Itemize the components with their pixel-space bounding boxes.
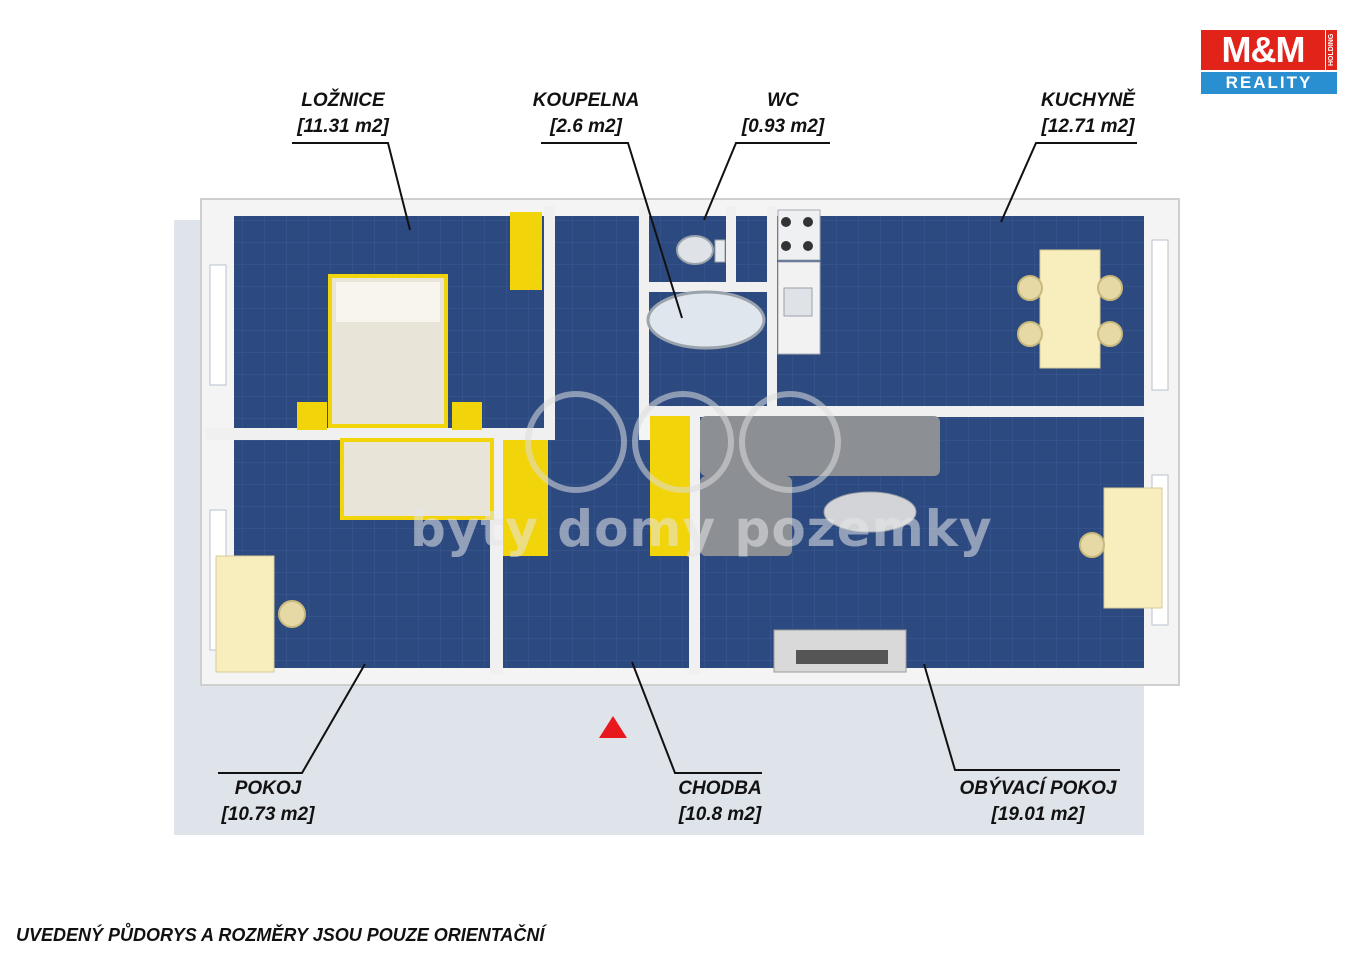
chair-icon	[1079, 532, 1105, 558]
logo-bottom-text: REALITY	[1201, 72, 1337, 94]
bathroom-fixtures	[646, 235, 766, 350]
room-area: [19.01 m2]	[991, 804, 1085, 825]
single-bed-icon	[340, 438, 494, 520]
room-name: LOŽNICE	[301, 90, 385, 111]
furniture-chodba	[503, 416, 690, 556]
chair-icon	[278, 600, 306, 628]
room-label-loznice: LOŽNICE [11.31 m2]	[283, 88, 403, 140]
kitchen-furniture	[777, 209, 1123, 369]
entrance-marker-icon	[599, 716, 627, 738]
room-name: OBÝVACÍ POKOJ	[959, 778, 1117, 799]
sink-icon	[783, 287, 813, 317]
room-name: KUCHYNĚ	[1041, 90, 1135, 111]
bathtub-icon	[646, 290, 766, 350]
room-area: [10.73 m2]	[221, 804, 315, 825]
brand-logo: M&M HOLDING REALITY	[1201, 30, 1337, 94]
living-room-furniture	[700, 416, 1163, 673]
room-area: [10.8 m2]	[678, 804, 762, 825]
chair-icon	[1097, 321, 1123, 347]
dining-table-icon	[1039, 249, 1101, 369]
desk-icon	[215, 555, 275, 673]
wardrobe-icon	[510, 212, 542, 290]
room-name: CHODBA	[678, 778, 762, 799]
watermark-logo	[525, 391, 841, 493]
room-area: [12.71 m2]	[1041, 116, 1135, 137]
room-label-chodba: CHODBA [10.8 m2]	[660, 776, 780, 828]
room-name: WC	[767, 90, 799, 111]
nightstand-icon	[452, 402, 482, 430]
leader-lines	[218, 142, 1137, 774]
furniture-pokoj	[215, 438, 494, 673]
room-label-kuchyne: KUCHYNĚ [12.71 m2]	[1023, 88, 1153, 140]
footer-disclaimer: UVEDENÝ PŮDORYS A ROZMĚRY JSOU POUZE ORI…	[16, 925, 545, 945]
window-icon	[209, 264, 227, 386]
sofa-icon	[700, 416, 940, 476]
shoe-cabinet-icon	[503, 440, 548, 556]
floor-shaft	[736, 216, 768, 282]
furniture-loznice	[297, 212, 542, 430]
window-icon	[1151, 239, 1169, 391]
room-area: [2.6 m2]	[550, 116, 622, 137]
room-area: [11.31 m2]	[297, 116, 389, 137]
room-label-wc: WC [0.93 m2]	[723, 88, 843, 140]
room-label-pokoj: POKOJ [10.73 m2]	[208, 776, 328, 828]
interior-walls	[206, 206, 1144, 674]
coffee-table-icon	[823, 491, 917, 533]
chair-icon	[1017, 321, 1043, 347]
toilet-icon	[676, 235, 714, 265]
tv-icon	[796, 650, 888, 664]
desk-icon	[1103, 487, 1163, 609]
chair-icon	[1017, 275, 1043, 301]
watermark: byty domy pozemky	[410, 500, 993, 558]
room-label-obyvaci-pokoj: OBÝVACÍ POKOJ [19.01 m2]	[948, 776, 1128, 828]
room-label-koupelna: KOUPELNA [2.6 m2]	[521, 88, 651, 140]
nightstand-icon	[297, 402, 327, 430]
chair-icon	[1097, 275, 1123, 301]
room-area: [0.93 m2]	[741, 116, 825, 137]
room-name: POKOJ	[234, 778, 302, 799]
room-name: KOUPELNA	[532, 90, 640, 111]
logo-side-text: HOLDING	[1326, 30, 1337, 70]
logo-top-text: M&M	[1201, 30, 1325, 70]
